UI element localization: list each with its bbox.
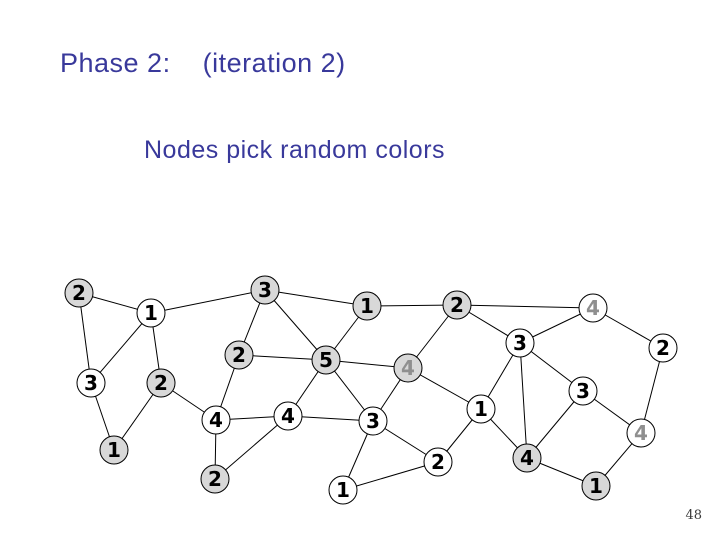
graph-node-n04	[352, 291, 382, 321]
graph-node-n08	[505, 328, 535, 358]
graph-edge-n02-n03	[150, 289, 266, 314]
graph-node-n02	[136, 298, 166, 328]
graph-edge-n02-n12	[90, 312, 152, 384]
graph-node-n20	[99, 435, 129, 465]
graph-edge-n18-n24	[526, 390, 584, 459]
graph-node-n16	[358, 406, 388, 436]
graph-edge-n03-n04	[264, 289, 368, 307]
graph-node-n12	[76, 368, 106, 398]
graph-edge-n01-n12	[78, 292, 92, 384]
graph-node-n01	[64, 278, 94, 308]
graph-node-n09	[224, 340, 254, 370]
graph-node-n25	[581, 471, 611, 501]
graph-edge-n23-n22	[342, 461, 439, 491]
graph-node-n22	[423, 447, 453, 477]
graph-edge-n07-n19	[640, 347, 664, 434]
graph-node-n15	[273, 401, 303, 431]
graph-edge-n09-n10	[238, 354, 327, 361]
graph-node-n05	[442, 290, 472, 320]
graph-node-n18	[568, 376, 598, 406]
graph-edge-n03-n10	[264, 289, 327, 361]
graph-node-n19	[626, 418, 656, 448]
graph-node-n23	[328, 475, 358, 505]
slide-title: Phase 2: (iteration 2)	[60, 48, 346, 78]
graph-node-n14	[201, 405, 231, 435]
graph-node-n10	[311, 345, 341, 375]
graph-node-n17	[466, 394, 496, 424]
graph-node-n03	[250, 275, 280, 305]
graph-node-n07	[648, 333, 678, 363]
graph-edge-n08-n24	[519, 342, 528, 459]
graph-edge-n04-n05	[366, 304, 458, 307]
graph-node-n06	[578, 293, 608, 323]
page-number: 48	[685, 508, 702, 523]
graph-node-n24	[512, 443, 542, 473]
graph-node-n13	[146, 368, 176, 398]
graph-edge-n15-n21	[214, 415, 289, 480]
slide-subtitle: Nodes pick random colors	[144, 136, 446, 164]
graph-node-n21	[200, 464, 230, 494]
graph-node-n11	[393, 353, 423, 383]
graph-edge-n05-n06	[456, 304, 594, 309]
